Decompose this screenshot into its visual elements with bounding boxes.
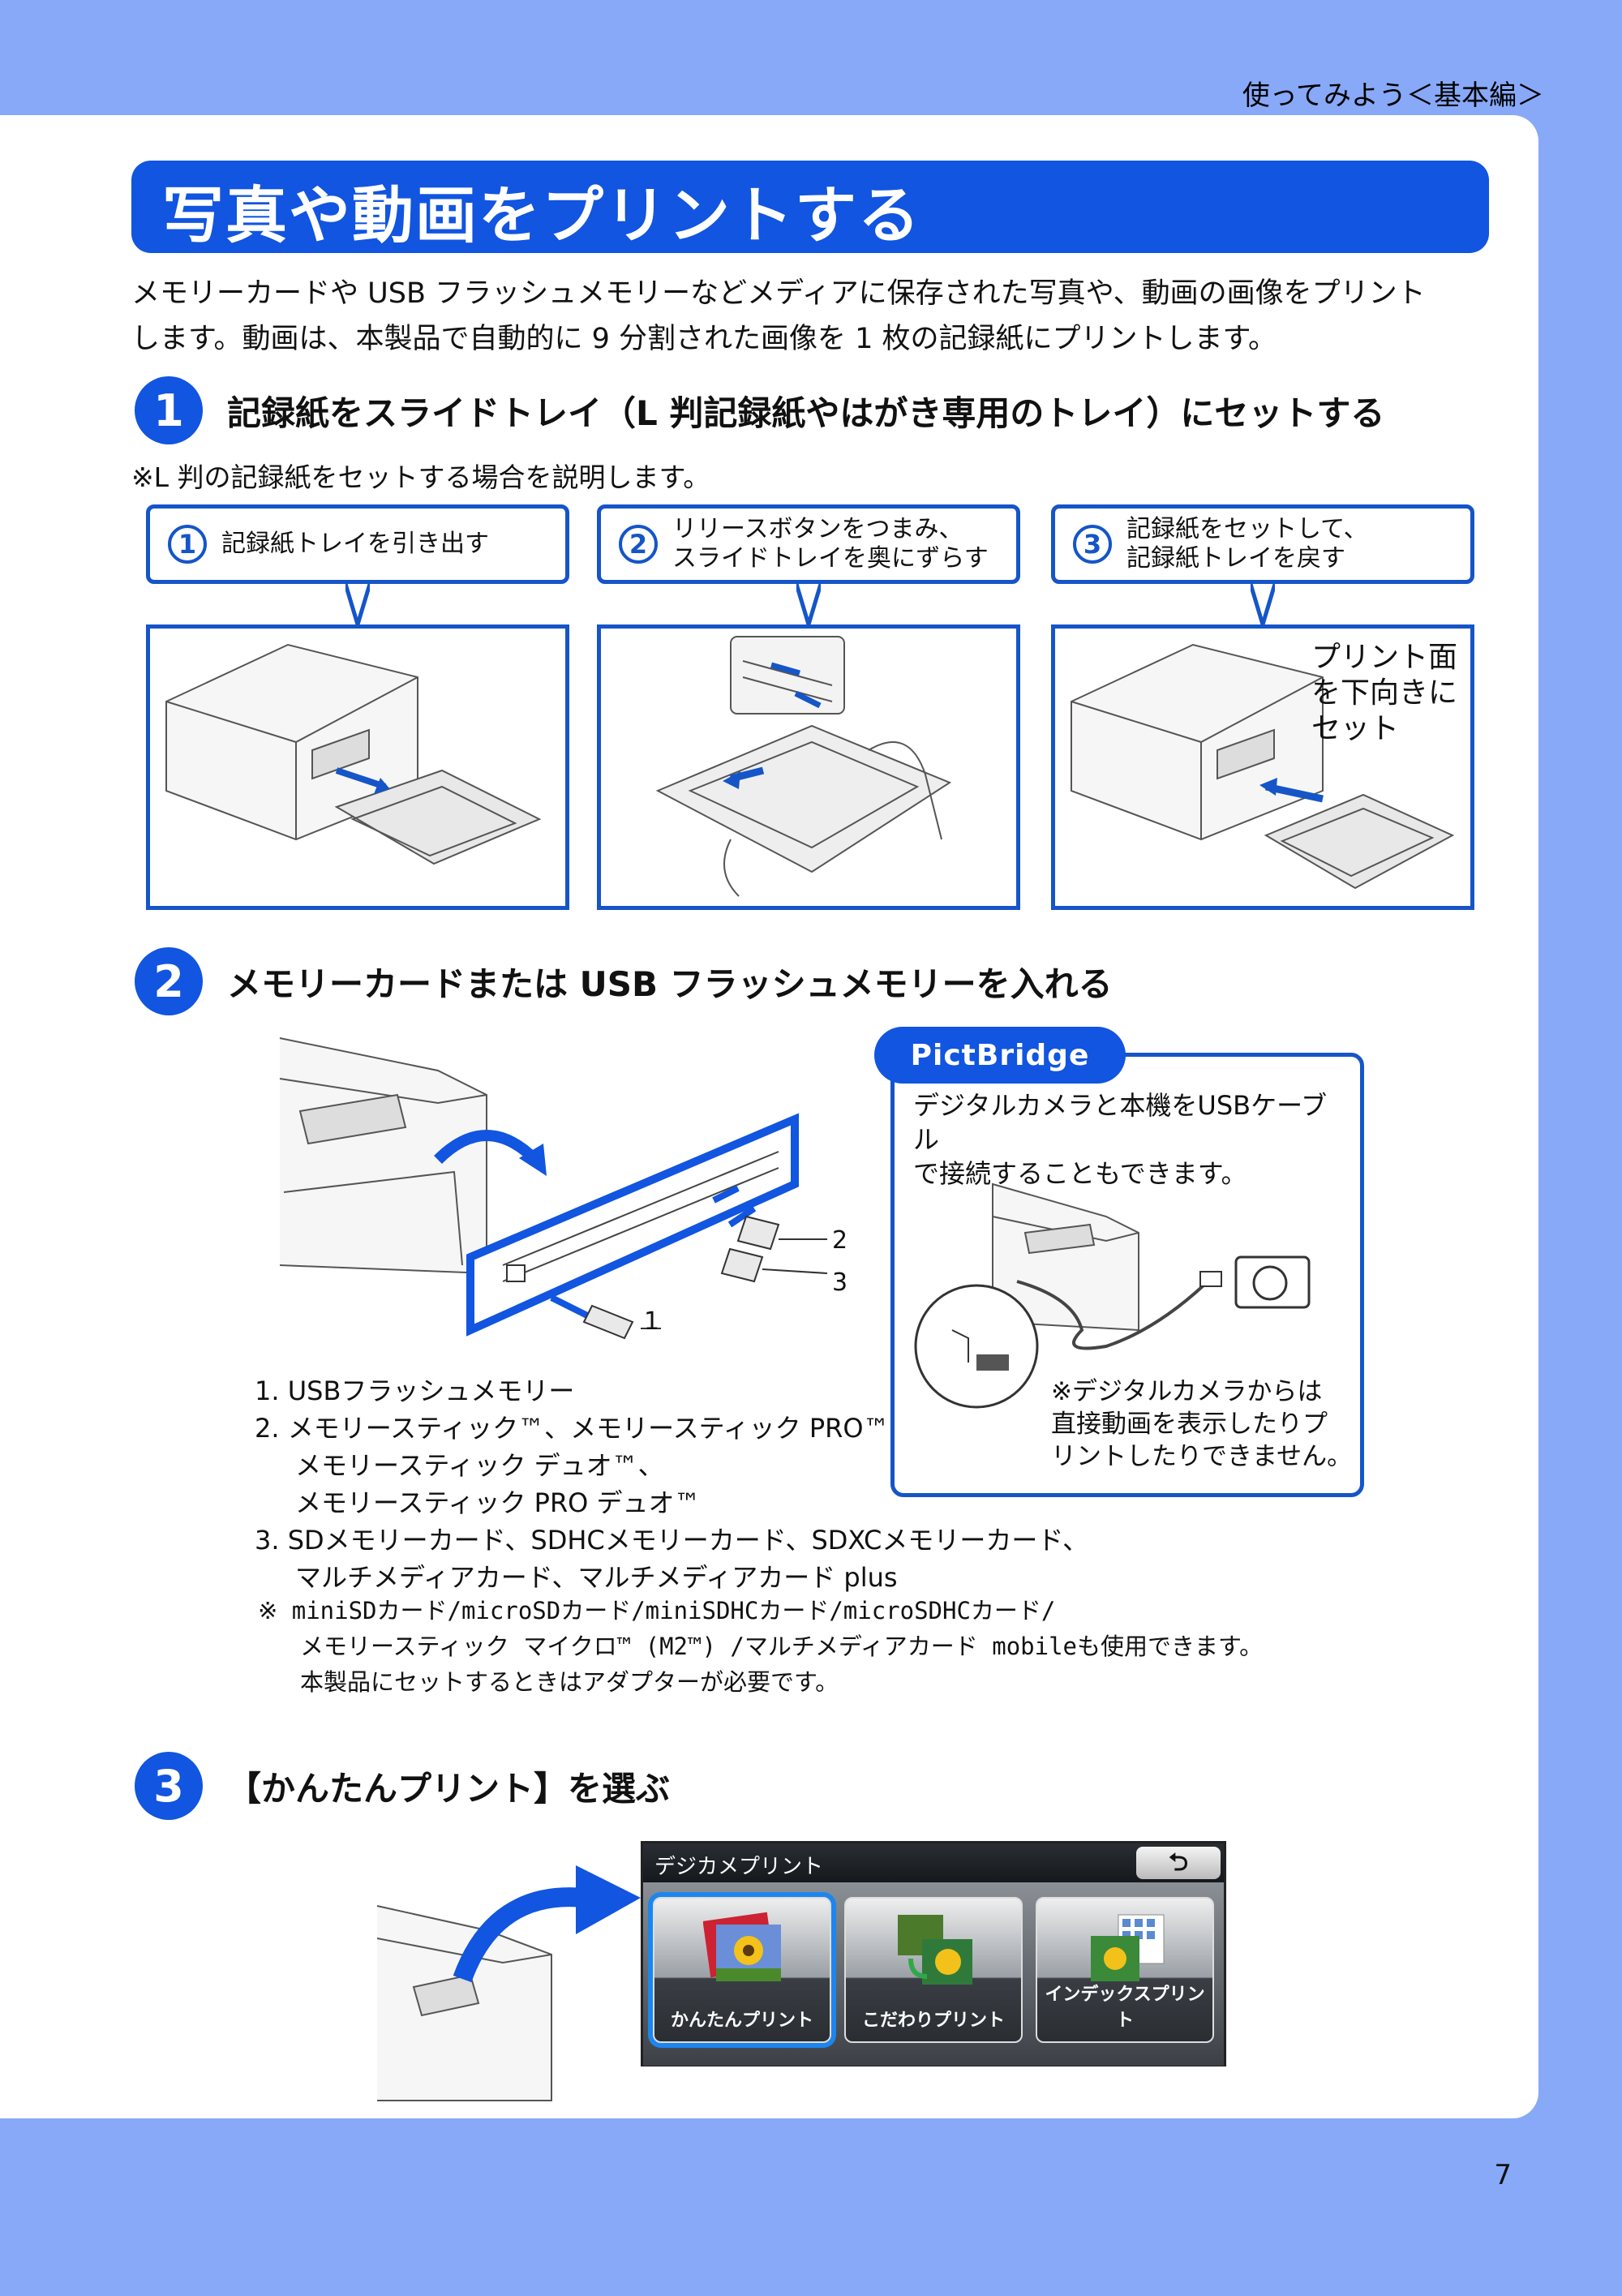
sunflower-photo-icon: [703, 1912, 781, 1981]
media-note-line-3: 本製品にセットするときはアダプターが必要です。: [300, 1668, 839, 1696]
media-item-1: 1. USBフラッシュメモリー: [255, 1375, 575, 1406]
step2-heading: 2 メモリーカードまたは USB フラッシュメモリーを入れる: [135, 947, 1113, 1015]
slot-label-2: 2: [832, 1226, 848, 1255]
callout-1-tail: [345, 584, 370, 624]
step1-number: 1: [135, 376, 203, 444]
pictbridge-note-line1: ※デジタルカメラからは: [1051, 1377, 1323, 1406]
easy-print-button[interactable]: かんたんプリント: [653, 1897, 831, 2043]
camera-connection-illustration: [914, 1182, 1311, 1409]
printer-tray-out-image: [165, 643, 542, 865]
custom-print-label: こだわりプリント: [861, 2011, 1005, 2031]
media-item-3: 3. SDメモリーカード、SDHCメモリーカード、SDXCメモリーカード、: [255, 1525, 1089, 1556]
intro-line-1: メモリーカードや USB フラッシュメモリーなどメディアに保存された写真や、動画…: [131, 277, 1426, 310]
callout-1-number: 1: [168, 525, 207, 564]
face-label-line2: を下向きに: [1311, 676, 1457, 710]
index-print-label: インデックスプリント: [1045, 1985, 1205, 2031]
step2-number: 2: [135, 947, 203, 1015]
callout-1-text: 記録紙トレイを引き出す: [221, 530, 489, 559]
step1-note: ※L 判の記録紙をセットする場合を説明します。: [131, 461, 710, 493]
intro-line-2: します。動画は、本製品で自動的に 9 分割された画像を 1 枚の記録紙にプリント…: [131, 323, 1277, 355]
flower-edit-icon: [898, 1915, 972, 1985]
step1-heading: 1 記録紙をスライドトレイ（L 判記録紙やはがき専用のトレイ）にセットする: [135, 376, 1384, 444]
step1-title: 記録紙をスライドトレイ（L 判記録紙やはがき専用のトレイ）にセットする: [227, 393, 1385, 433]
face-label-line1: プリント面: [1311, 641, 1457, 674]
callout-3-number: 3: [1073, 525, 1112, 564]
lcd-button-row: かんたんプリント こだわりプリント インデックスプリント: [643, 1882, 1224, 2066]
step3-heading: 3 【かんたんプリント】を選ぶ: [135, 1752, 670, 1820]
pictbridge-text: デジタルカメラと本機をUSBケーブル で接続することもできます。: [913, 1088, 1351, 1191]
media-adapter-note: ※ miniSDカード/microSDカード/miniSDHCカード/micro…: [258, 1593, 1263, 1700]
callout-3-tail: [1251, 584, 1275, 624]
page-number: 7: [1494, 2159, 1512, 2191]
callout-3-text: 記録紙をセットして、記録紙トレイを戻す: [1126, 515, 1368, 573]
callout-2-tail: [796, 584, 821, 624]
slot-label-3: 3: [832, 1268, 848, 1297]
pictbridge-note-line3: リントしたりできません。: [1051, 1442, 1353, 1471]
paper-face-label: プリント面 を下向きに セット: [1311, 640, 1457, 747]
intro-text: メモリーカードや USB フラッシュメモリーなどメディアに保存された写真や、動画…: [131, 271, 1510, 362]
callout-3-line2: 記録紙トレイを戻す: [1126, 544, 1345, 573]
step2-title: メモリーカードまたは USB フラッシュメモリーを入れる: [227, 963, 1113, 1004]
pictbridge-text-line1: デジタルカメラと本機をUSBケーブル: [913, 1090, 1328, 1155]
media-list: 1. USBフラッシュメモリー 2. メモリースティック™、メモリースティック …: [255, 1372, 1088, 1596]
callout-1-line1: 記録紙トレイを引き出す: [221, 530, 489, 558]
callout-3-line1: 記録紙をセットして、: [1126, 515, 1368, 543]
pictbridge-tab: PictBridge: [874, 1027, 1126, 1084]
lcd-header-title: デジカメプリント: [654, 1855, 824, 1879]
callout-2: 2 リリースボタンをつまみ、スライドトレイを奥にずらす: [597, 504, 1020, 584]
step3-title: 【かんたんプリント】を選ぶ: [227, 1768, 671, 1809]
lcd-screen: デジカメプリント ⮌ かんたんプリント こだわりプリント インデックスプリント: [641, 1841, 1226, 2066]
slide-tray-image: [655, 636, 952, 897]
pictbridge-note-line2: 直接動画を表示したりプ: [1051, 1410, 1328, 1439]
media-item-2: 2. メモリースティック™、メモリースティック PRO™、: [255, 1413, 916, 1444]
slot-label-1: 1: [644, 1307, 660, 1336]
section-header: 使ってみよう＜基本編＞: [1242, 79, 1544, 112]
illustration-set-paper: プリント面 を下向きに セット: [1051, 624, 1474, 910]
callout-2-number: 2: [619, 525, 658, 564]
custom-print-button[interactable]: こだわりプリント: [844, 1897, 1023, 2043]
callout-2-text: リリースボタンをつまみ、スライドトレイを奥にずらす: [672, 515, 989, 573]
page-title: 写真や動画をプリントする: [131, 161, 1489, 253]
callout-3: 3 記録紙をセットして、記録紙トレイを戻す: [1051, 504, 1474, 584]
media-item-2-cont-2: メモリースティック PRO デュオ™: [295, 1487, 701, 1518]
callout-2-line2: スライドトレイを奥にずらす: [672, 544, 989, 573]
callout-1: 1 記録紙トレイを引き出す: [146, 504, 569, 584]
step3-number: 3: [135, 1752, 203, 1820]
pictbridge-note: ※デジタルカメラからは 直接動画を表示したりプ リントしたりできません。: [1051, 1375, 1359, 1473]
media-slot-illustration: [279, 1037, 828, 1340]
lcd-back-button[interactable]: ⮌: [1136, 1847, 1221, 1879]
media-item-3-cont: マルチメディアカード、マルチメディアカード plus: [295, 1562, 898, 1593]
lcd-header: デジカメプリント ⮌: [643, 1843, 1224, 1882]
media-note-line-1: ※ miniSDカード/microSDカード/miniSDHCカード/micro…: [258, 1597, 1056, 1624]
printer-panel-illustration: [376, 1865, 641, 2101]
illustration-pull-tray: [146, 624, 569, 910]
media-item-2-cont-1: メモリースティック デュオ™、: [295, 1450, 664, 1481]
callout-2-line1: リリースボタンをつまみ、: [672, 515, 963, 543]
index-print-button[interactable]: インデックスプリント: [1036, 1897, 1214, 2043]
face-label-line3: セット: [1311, 712, 1399, 745]
index-grid-icon: [1091, 1914, 1165, 1981]
pictbridge-text-line2: で接続することもできます。: [913, 1158, 1247, 1189]
media-note-line-2: メモリースティック マイクロ™ (M2™) /マルチメディアカード mobile…: [300, 1633, 1264, 1660]
illustration-slide-tray: [597, 624, 1020, 910]
easy-print-label: かんたんプリント: [670, 2011, 813, 2031]
printer-tray-in-image: [1071, 643, 1455, 890]
